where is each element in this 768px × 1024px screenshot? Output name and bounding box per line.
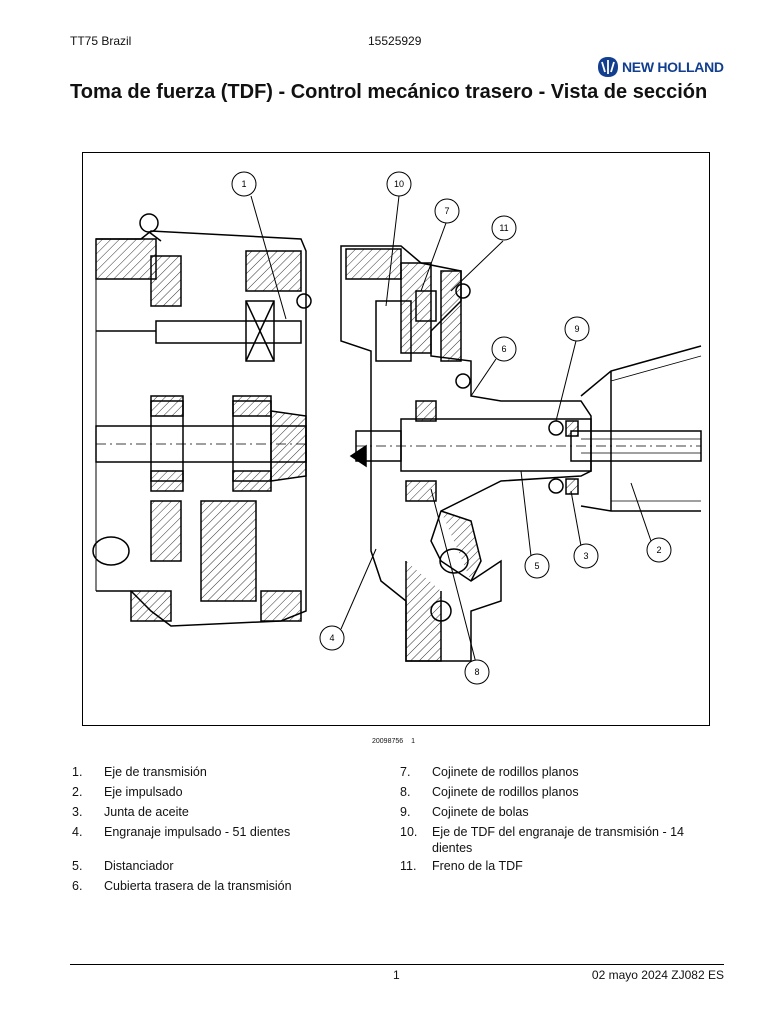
svg-text:8: 8 — [474, 667, 479, 677]
document-number: 15525929 — [368, 34, 422, 48]
page-title: Toma de fuerza (TDF) - Control mecánico … — [70, 81, 708, 103]
figure-reference: 20098756 1 — [372, 738, 415, 745]
callout-3: 3 — [573, 543, 599, 569]
svg-text:6: 6 — [501, 344, 506, 354]
svg-text:2: 2 — [656, 545, 661, 555]
svg-text:9: 9 — [574, 324, 579, 334]
new-holland-leaf-icon — [598, 57, 618, 77]
callout-2: 2 — [646, 537, 672, 563]
page-number: 1 — [393, 968, 400, 982]
figure-reference-code: 20098756 — [372, 738, 404, 745]
callout-5: 5 — [524, 553, 550, 579]
svg-text:11: 11 — [499, 223, 508, 233]
footer-divider — [70, 964, 724, 965]
new-holland-logo: NEW HOLLAND — [596, 55, 726, 81]
document-name: TT75 Brazil — [70, 34, 132, 48]
callout-11: 11 — [491, 215, 517, 241]
callout-10: 10 — [386, 171, 412, 197]
callout-8: 8 — [464, 659, 490, 685]
callout-6: 6 — [491, 336, 517, 362]
callout-9: 9 — [564, 316, 590, 342]
figure-index: 1 — [411, 738, 416, 745]
pto-section-drawing: 1 2 3 4 5 6 7 8 9 10 11 — [92, 171, 702, 685]
footer-date-code: 02 mayo 2024 ZJ082 ES — [591, 968, 724, 982]
brand-name: NEW HOLLAND — [622, 59, 724, 75]
section-view-figure: 1 2 3 4 5 6 7 8 9 10 11 — [82, 152, 710, 726]
svg-text:7: 7 — [444, 206, 449, 216]
svg-text:3: 3 — [583, 551, 588, 561]
svg-text:1: 1 — [241, 179, 246, 189]
callout-7: 7 — [434, 198, 460, 224]
svg-text:10: 10 — [394, 179, 404, 189]
callout-1: 1 — [231, 171, 257, 197]
svg-text:4: 4 — [329, 633, 334, 643]
svg-text:5: 5 — [534, 561, 539, 571]
callout-4: 4 — [319, 625, 345, 651]
